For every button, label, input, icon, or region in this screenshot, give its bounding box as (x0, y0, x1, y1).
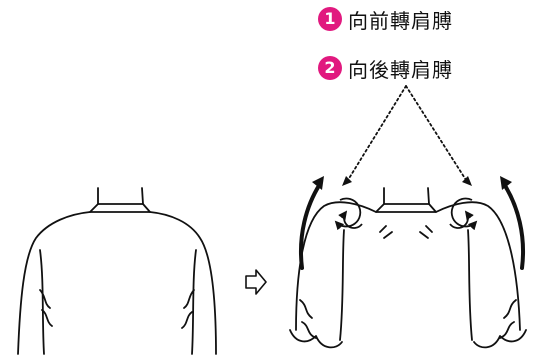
legend-label-backward-rotation: 向後轉肩膊 (348, 57, 453, 82)
figure-relaxed-back-view (17, 187, 217, 355)
hollow-right-arrow-icon (245, 269, 267, 295)
legend-label-forward-rotation: 向前轉肩膊 (348, 8, 453, 33)
right-pointer-arrowhead (462, 176, 472, 186)
figure-rotating-shoulders (289, 187, 527, 349)
number-badge-1: 1 (318, 7, 342, 31)
dotted-pointer-lines (347, 85, 467, 181)
left-upward-motion-icon (298, 176, 324, 270)
legend-item-backward-rotation: 2 向後轉肩膊 (318, 55, 453, 82)
left-shoulder-rotation-icon (334, 197, 363, 231)
left-pointer-arrowhead (342, 176, 352, 186)
legend-item-forward-rotation: 1 向前轉肩膊 (318, 6, 453, 33)
number-badge-2: 2 (318, 56, 342, 80)
right-shoulder-rotation-icon (449, 197, 478, 231)
right-upward-motion-icon (500, 176, 526, 270)
